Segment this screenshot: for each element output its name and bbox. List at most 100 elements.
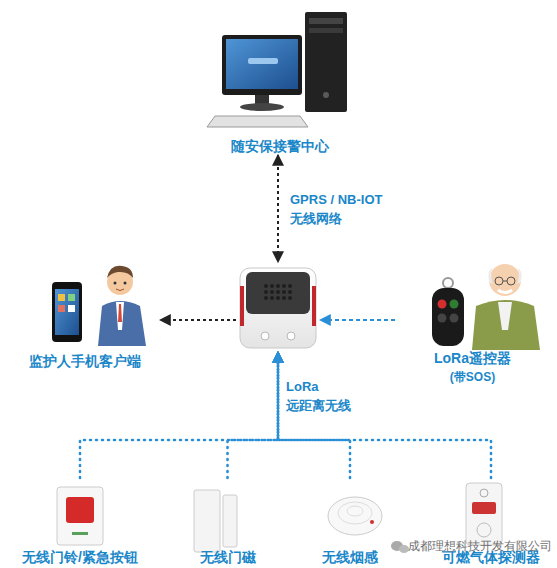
- art-rect: [466, 483, 502, 545]
- art-rect: [68, 294, 75, 301]
- art-circle: [276, 284, 280, 288]
- art-ellipse: [240, 103, 284, 111]
- watermark-icon: [391, 541, 409, 553]
- art-circle: [477, 523, 491, 537]
- art-path: [116, 289, 124, 291]
- art-circle: [264, 290, 268, 294]
- watermark: 成都理想科技开发有限公司: [408, 538, 552, 555]
- art-circle: [276, 290, 280, 294]
- art-circle: [287, 332, 295, 340]
- art-g: [264, 284, 292, 300]
- smoke-sensor: 无线烟感: [300, 478, 400, 566]
- remote-illustration: [432, 278, 464, 346]
- connector-label: LoRa 远距离无线: [286, 377, 364, 415]
- art-ellipse: [338, 502, 372, 524]
- art-rect: [66, 497, 94, 523]
- node-label-group: 无线门铃/紧急按钮: [0, 548, 160, 566]
- art-circle: [450, 314, 459, 323]
- art-path: [472, 300, 540, 350]
- art-rect: [52, 282, 82, 342]
- art-rect: [248, 58, 278, 64]
- art-circle: [438, 300, 447, 309]
- art-circle: [264, 296, 268, 300]
- art-path: [118, 304, 122, 322]
- node-label-group: 无线门磁: [175, 548, 280, 566]
- phone-illustration: [52, 282, 82, 342]
- art-polygon: [207, 116, 308, 127]
- art-rect: [55, 289, 79, 335]
- art-path: [517, 268, 522, 284]
- art-rect: [223, 495, 237, 547]
- art-rect: [68, 305, 75, 312]
- connector: [320, 319, 395, 321]
- node-label: 随安保接警中心: [195, 137, 365, 155]
- art-path: [488, 268, 493, 284]
- doorbell-sensor: 无线门铃/紧急按钮: [0, 478, 160, 566]
- art-rect: [472, 502, 496, 514]
- art-circle: [507, 277, 515, 285]
- art-rect: [72, 532, 88, 535]
- connector: [278, 352, 350, 478]
- art-circle: [282, 296, 286, 300]
- art-rect: [57, 487, 103, 545]
- art-rect: [309, 28, 343, 33]
- node-label: 无线烟感: [300, 548, 400, 566]
- art-circle: [288, 290, 292, 294]
- art-path: [107, 266, 133, 278]
- door-magnet-illustration: [194, 490, 237, 552]
- guardian-illustration: [98, 266, 146, 346]
- art-circle: [495, 277, 503, 285]
- art-circle: [323, 92, 329, 98]
- art-ellipse: [347, 506, 363, 516]
- gateway-illustration: [240, 268, 316, 348]
- art-circle: [264, 284, 268, 288]
- node-label-group: 随安保接警中心: [195, 137, 365, 155]
- smoke-detector-illustration: [328, 497, 382, 535]
- art-rect: [312, 286, 316, 326]
- art-circle: [480, 489, 488, 497]
- art-path: [498, 290, 512, 293]
- node-label: 无线门磁: [175, 548, 280, 566]
- art-circle: [450, 300, 459, 309]
- node-label: 无线门铃/紧急按钮: [0, 548, 160, 566]
- art-line: [503, 281, 507, 282]
- art-circle: [282, 290, 286, 294]
- art-circle: [288, 296, 292, 300]
- art-circle: [282, 284, 286, 288]
- art-circle: [261, 332, 269, 340]
- art-circle: [276, 296, 280, 300]
- art-circle: [370, 520, 374, 524]
- art-rect: [246, 272, 310, 314]
- art-circle: [443, 278, 453, 288]
- connector: [228, 352, 279, 478]
- connector: [277, 155, 279, 262]
- art-rect: [305, 12, 347, 112]
- art-circle: [114, 282, 117, 285]
- art-circle: [270, 284, 274, 288]
- connector-label: GPRS / NB-IOT 无线网络: [290, 190, 390, 228]
- node-label-group: 无线烟感: [300, 548, 400, 566]
- gas-detector-illustration: [466, 483, 502, 545]
- art-rect: [194, 490, 220, 552]
- art-rect: [58, 305, 65, 312]
- connector: [80, 352, 278, 478]
- art-ellipse: [328, 497, 382, 535]
- art-rect: [240, 268, 316, 348]
- art-path: [98, 301, 146, 346]
- art-rect: [222, 35, 302, 95]
- node-label: LoRa遥控器: [395, 349, 550, 367]
- art-circle: [438, 314, 447, 323]
- art-circle: [288, 284, 292, 288]
- alarm-center: 随安保接警中心: [195, 5, 365, 155]
- art-path: [498, 302, 512, 330]
- art-circle: [270, 290, 274, 294]
- art-circle: [270, 296, 274, 300]
- computer-illustration: [207, 12, 347, 127]
- gateway-hub: [236, 262, 320, 352]
- doorbell-illustration: [57, 487, 103, 545]
- art-rect: [309, 18, 343, 24]
- connector: [160, 319, 236, 321]
